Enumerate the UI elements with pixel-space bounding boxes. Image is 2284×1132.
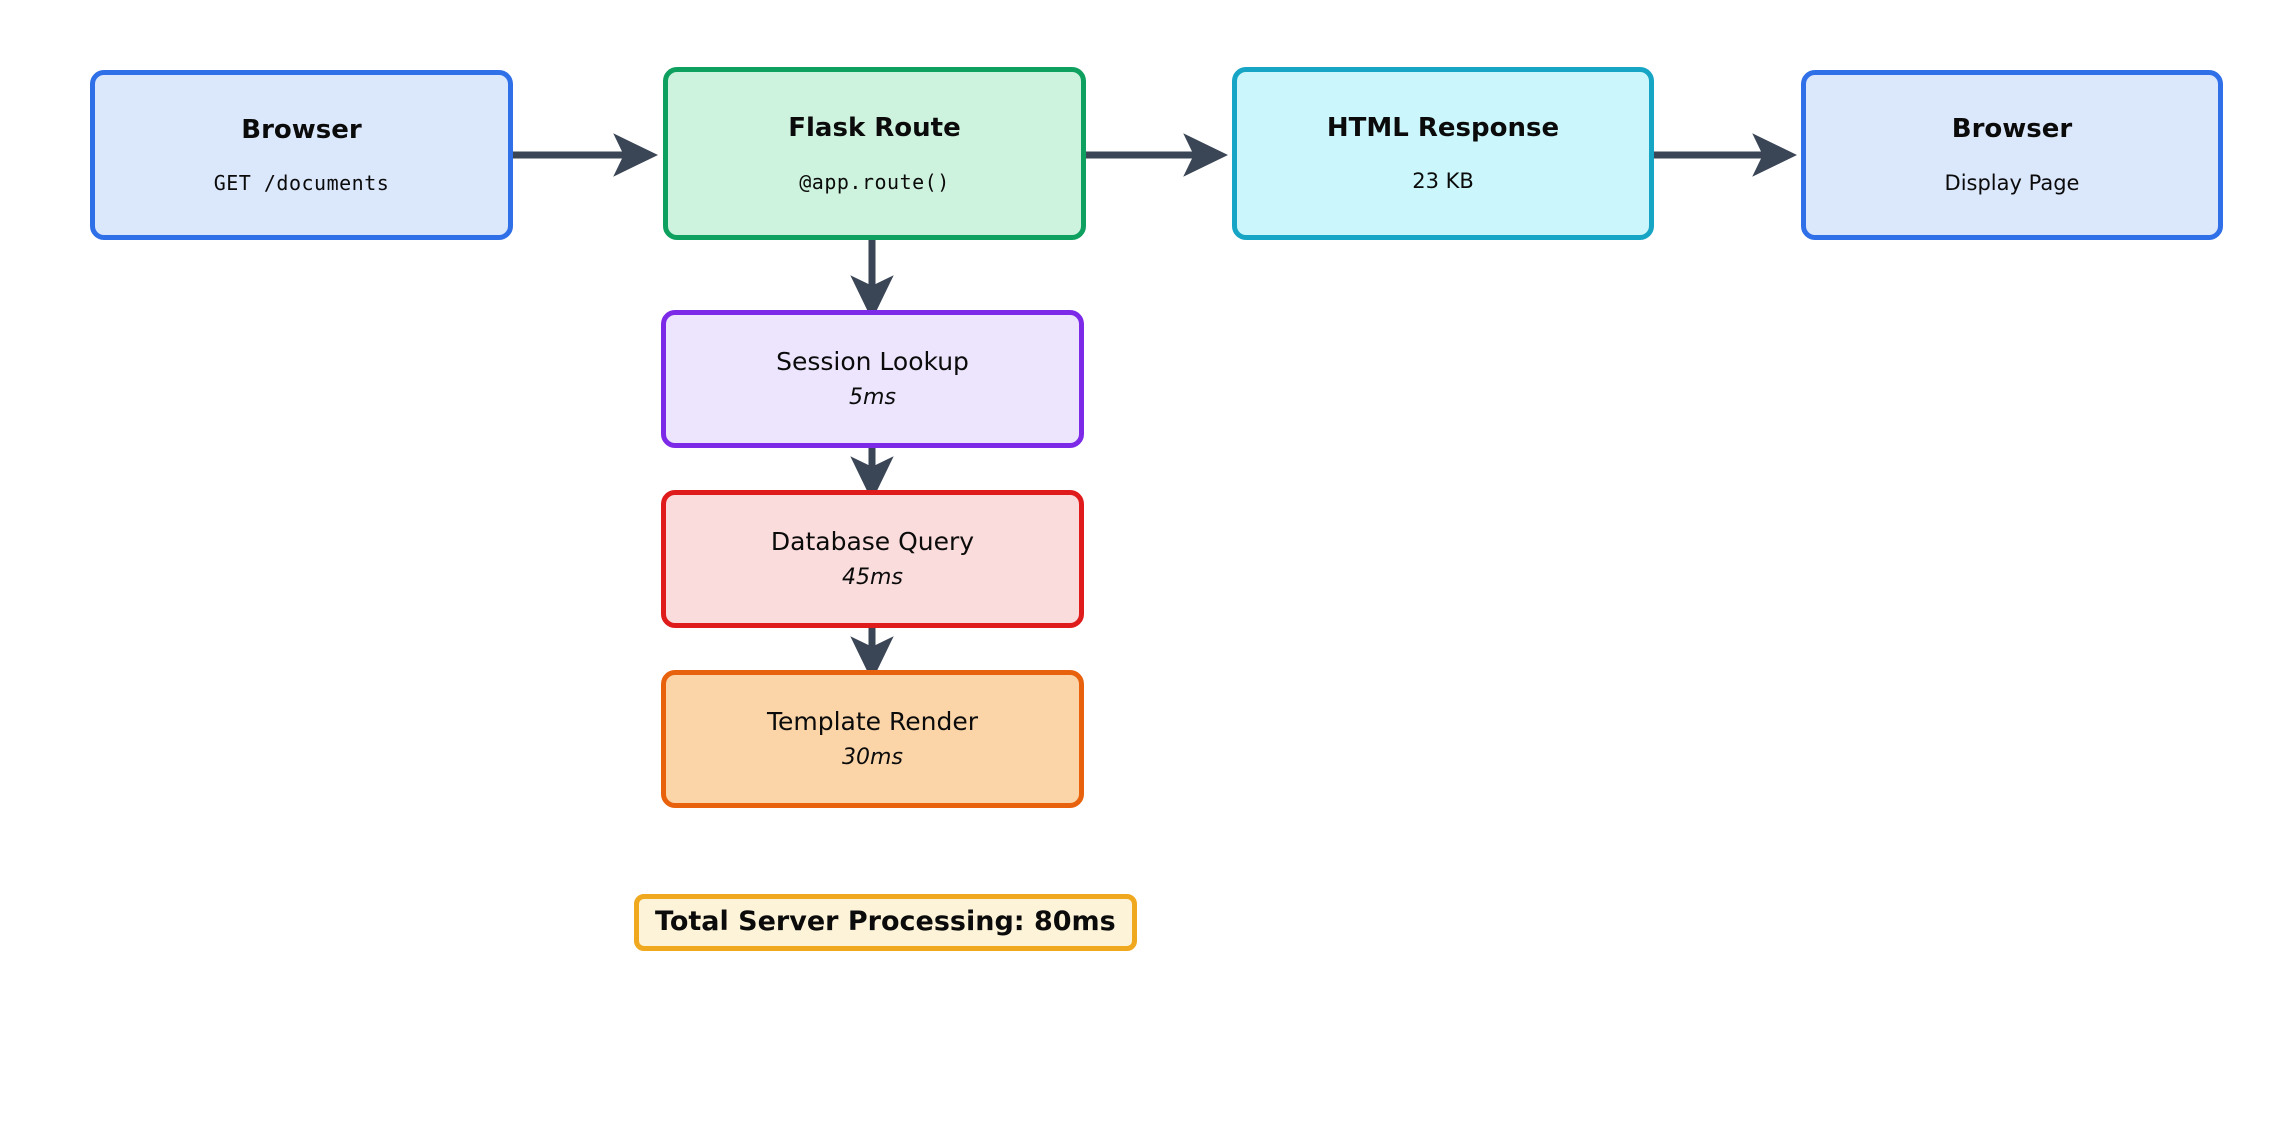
total-processing-badge: Total Server Processing: 80ms bbox=[634, 894, 1137, 952]
node-html-response[interactable]: HTML Response 23 KB bbox=[1232, 67, 1654, 240]
node-subtitle: GET /documents bbox=[213, 171, 390, 196]
node-subtitle: @app.route() bbox=[799, 169, 950, 194]
node-duration: 5ms bbox=[849, 384, 896, 410]
node-title: Database Query bbox=[770, 527, 975, 557]
node-title: Browser bbox=[1951, 114, 2073, 145]
node-template-render[interactable]: Template Render 30ms bbox=[661, 670, 1084, 808]
node-session-lookup[interactable]: Session Lookup 5ms bbox=[661, 310, 1084, 448]
node-subtitle: Display Page bbox=[1944, 170, 2080, 195]
node-subtitle: 23 KB bbox=[1412, 169, 1474, 194]
node-browser-request[interactable]: Browser GET /documents bbox=[90, 70, 513, 240]
node-duration: 45ms bbox=[842, 564, 903, 590]
node-title: Template Render bbox=[766, 707, 979, 737]
node-duration: 30ms bbox=[842, 744, 903, 770]
node-title: Session Lookup bbox=[776, 347, 969, 377]
node-database-query[interactable]: Database Query 45ms bbox=[661, 490, 1084, 628]
node-flask-route[interactable]: Flask Route @app.route() bbox=[663, 67, 1086, 240]
node-title: Browser bbox=[241, 114, 362, 145]
node-title: Flask Route bbox=[788, 113, 961, 144]
node-title: HTML Response bbox=[1326, 112, 1560, 143]
node-browser-display[interactable]: Browser Display Page bbox=[1801, 70, 2223, 240]
